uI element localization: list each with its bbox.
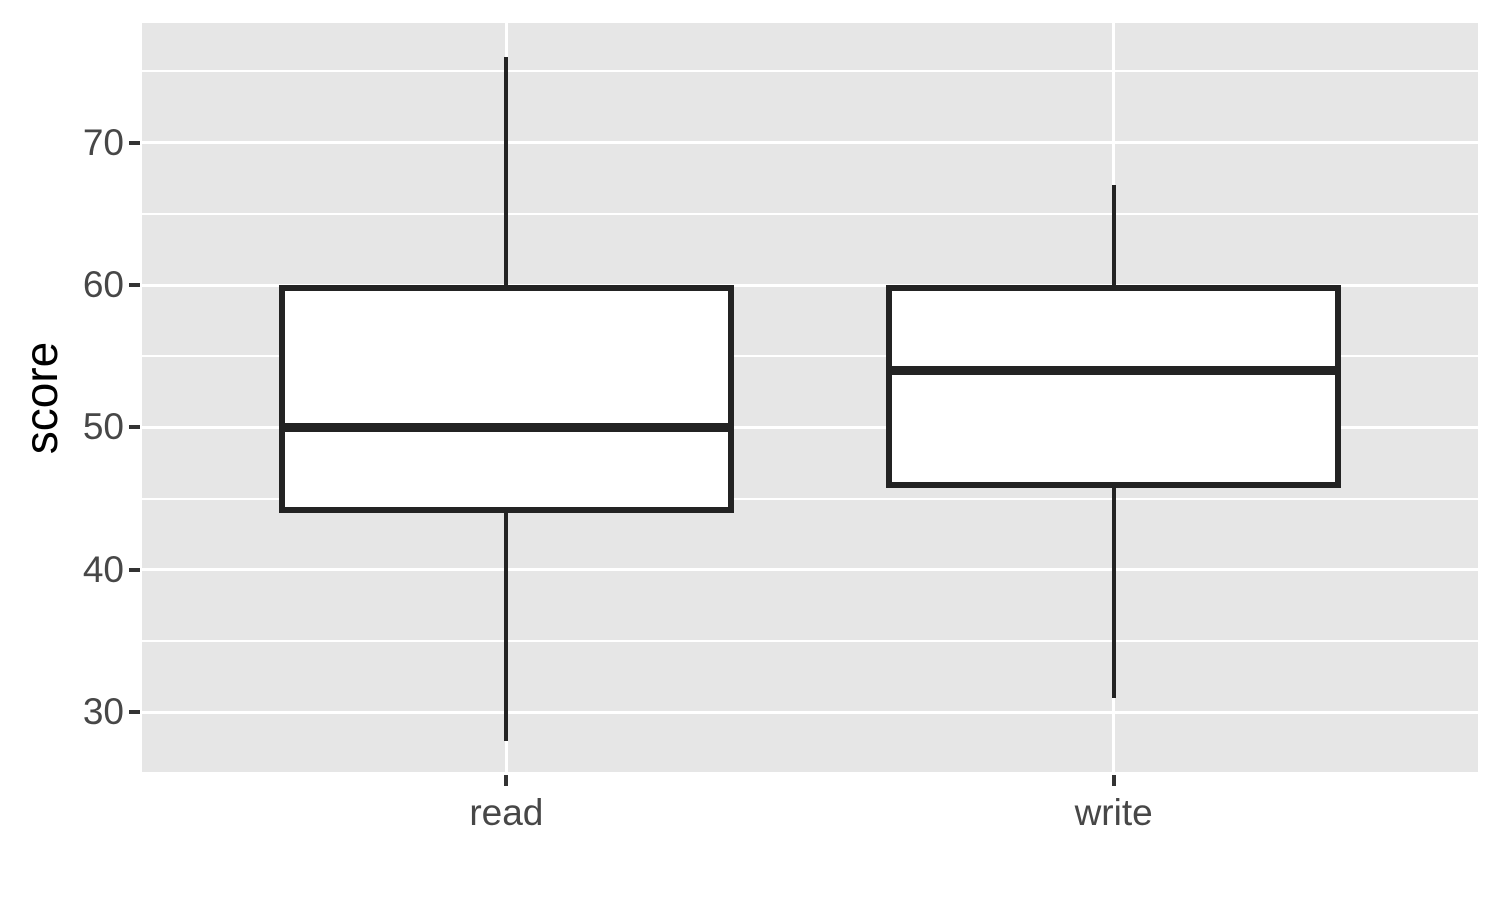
boxplot-read — [142, 23, 1478, 772]
gridline-minor-65 — [142, 212, 1478, 215]
gridline-minor-75 — [142, 70, 1478, 73]
gridline-major-40 — [142, 568, 1478, 572]
y-tick-mark-30 — [129, 710, 140, 715]
y-tick-mark-40 — [129, 567, 140, 572]
gridline-minor-45 — [142, 497, 1478, 500]
whisker-lower-read — [504, 512, 509, 741]
whisker-upper-write — [1111, 185, 1116, 285]
x-tick-mark-read — [504, 775, 509, 786]
iqr-box-read — [278, 285, 735, 513]
x-tick-mark-write — [1111, 775, 1116, 786]
gridline-major-70 — [142, 141, 1478, 145]
plot-panel — [142, 23, 1478, 772]
x-tick-label-read: read — [469, 792, 544, 833]
y-tick-label-60: 60 — [82, 264, 124, 305]
y-tick-mark-70 — [129, 140, 140, 145]
median-line-read — [284, 422, 729, 432]
y-tick-mark-60 — [129, 283, 140, 287]
median-line-write — [891, 365, 1336, 375]
gridline-major-60 — [142, 283, 1478, 287]
whisker-lower-write — [1111, 487, 1116, 698]
gridline-major-30 — [142, 710, 1478, 714]
x-tick-label-write: write — [1074, 792, 1153, 833]
y-tick-label-70: 70 — [82, 121, 124, 163]
whisker-upper-read — [504, 57, 509, 285]
iqr-box-write — [885, 285, 1342, 488]
y-tick-label-40: 40 — [82, 548, 124, 590]
y-tick-mark-50 — [129, 425, 140, 430]
y-tick-label-50: 50 — [82, 406, 124, 448]
gridline-minor-55 — [142, 355, 1478, 358]
gridline-minor-35 — [142, 639, 1478, 642]
gridline-major-50 — [142, 425, 1478, 429]
boxplot-write — [142, 23, 1478, 772]
y-tick-label-30: 30 — [82, 691, 124, 733]
